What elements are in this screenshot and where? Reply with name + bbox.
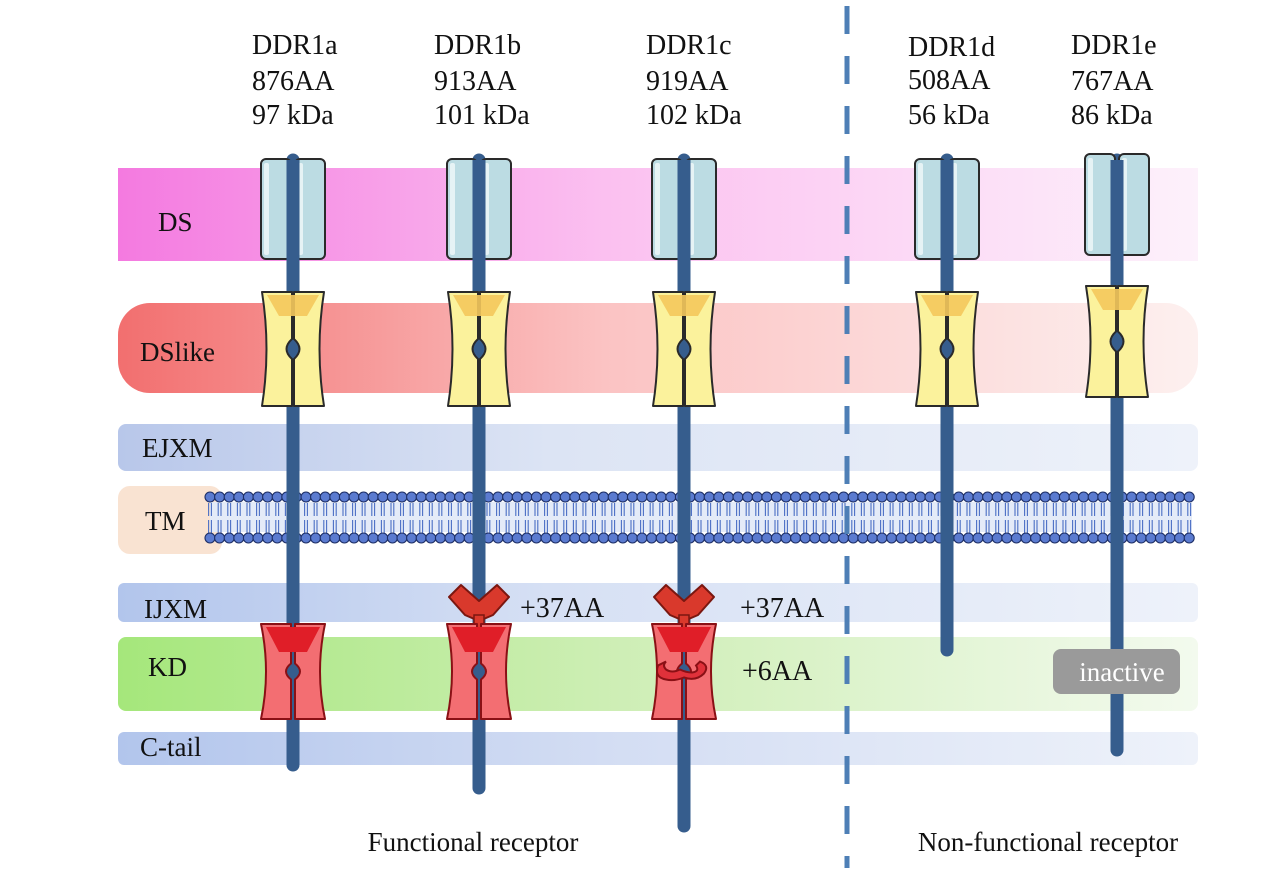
- ijxm-insert-module: [653, 584, 715, 630]
- group-label-non-functional: Non-functional receptor: [918, 827, 1178, 857]
- kinase-domain-module: [260, 623, 326, 720]
- receptor-name: DDR1a: [252, 30, 338, 61]
- kd-insert-label: +6AA: [742, 656, 813, 687]
- dslike-domain-module: [447, 291, 511, 407]
- dslike-domain-module: [915, 291, 979, 407]
- receptor-length: 767AA: [1071, 66, 1154, 97]
- ds-domain-module: [651, 158, 717, 262]
- membrane-bilayer: [204, 491, 1195, 544]
- inactive-badge-label: inactive: [1079, 657, 1164, 687]
- domain-label-tm: TM: [145, 506, 186, 536]
- receptor-length: 876AA: [252, 66, 335, 97]
- domain-label-ctail: C-tail: [140, 732, 202, 762]
- receptor-name: DDR1c: [646, 30, 732, 61]
- kinase-domain-module: [446, 623, 512, 720]
- receptor-mass: 102 kDa: [646, 100, 742, 131]
- receptor-name: DDR1d: [908, 32, 995, 63]
- ijxm-insert-module: [448, 584, 510, 630]
- ds-domain-module: [260, 158, 326, 262]
- inactive-badge: inactive: [1053, 649, 1180, 694]
- receptor-length: 919AA: [646, 66, 729, 97]
- dslike-domain-module: [1085, 285, 1149, 398]
- band-tm: [118, 486, 222, 554]
- ds-domain-module: [446, 158, 512, 262]
- band-ctail: [118, 732, 1198, 765]
- receptor-name: DDR1e: [1071, 30, 1157, 61]
- ijxm-insert-label: +37AA: [520, 593, 605, 624]
- domain-label-dslike: DSlike: [140, 337, 215, 367]
- ds-domain-module: [914, 158, 980, 262]
- domain-label-ejxm: EJXM: [142, 433, 213, 463]
- receptor-mass: 56 kDa: [908, 100, 990, 131]
- receptor-length: 913AA: [434, 66, 517, 97]
- domain-label-kd: KD: [148, 652, 187, 682]
- band-ejxm: [118, 424, 1198, 471]
- domain-label-ds: DS: [158, 207, 193, 237]
- ijxm-insert-label: +37AA: [740, 593, 825, 624]
- receptor-mass: 101 kDa: [434, 100, 530, 131]
- receptor-mass: 86 kDa: [1071, 100, 1153, 131]
- group-label-functional: Functional receptor: [368, 827, 579, 857]
- dslike-domain-module: [261, 291, 325, 407]
- ds-domain-module: [1084, 153, 1150, 262]
- kinase-domain-module: [651, 623, 717, 720]
- domain-labels: DS DSlike EJXM TM IJXM KD C-tail: [140, 207, 215, 762]
- receptor-length: 508AA: [908, 65, 991, 96]
- dslike-domain-module: [652, 291, 716, 407]
- domain-label-ijxm: IJXM: [144, 594, 207, 624]
- receptor-name: DDR1b: [434, 30, 521, 61]
- receptor-mass: 97 kDa: [252, 100, 334, 131]
